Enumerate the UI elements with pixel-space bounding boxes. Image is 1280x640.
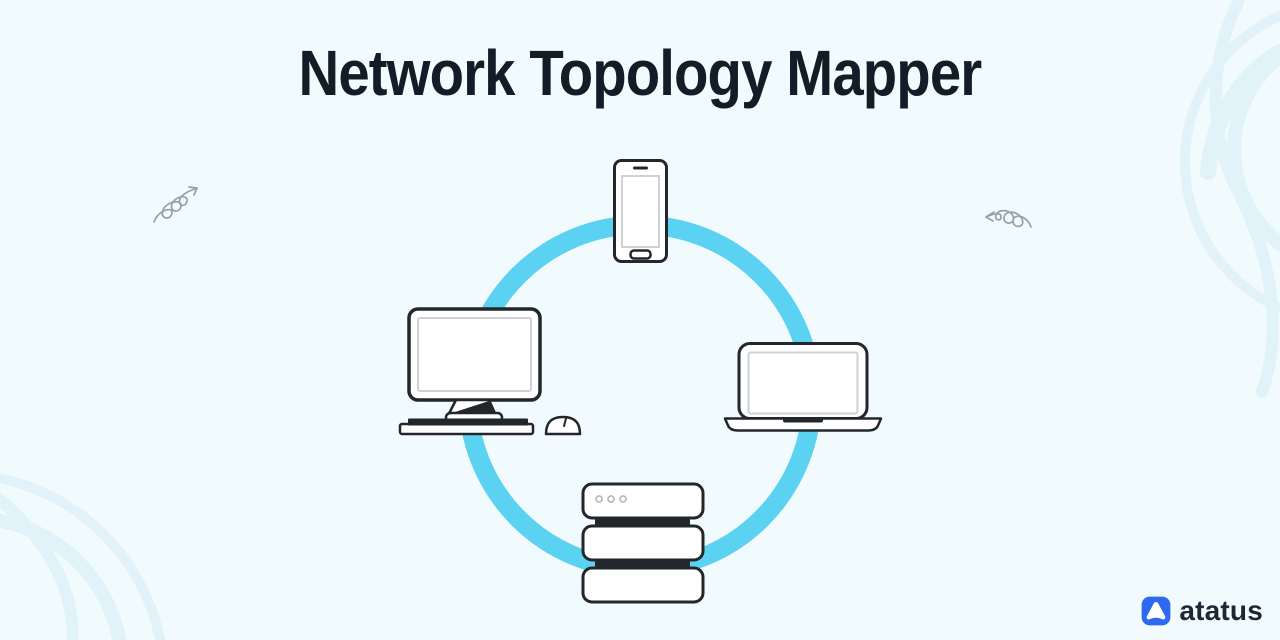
squiggle-arrow-right-icon: [985, 209, 1032, 228]
page-title: Network Topology Mapper: [298, 37, 983, 109]
monitor-icon: [407, 307, 542, 424]
desktop-computer-icon: [398, 307, 582, 436]
swirl-top-right-icon: [1180, 0, 1280, 398]
atatus-logo-text: atatus: [1179, 595, 1263, 626]
atatus-logo: atatus: [1141, 596, 1263, 626]
mouse-icon: [544, 415, 582, 436]
laptop-icon: [723, 342, 883, 432]
server-rack-icon: [581, 482, 705, 604]
page-title-wrap: Network Topology Mapper: [0, 36, 1280, 110]
smartphone-icon: [613, 159, 668, 263]
swirl-bottom-left-icon: [0, 473, 166, 640]
atatus-logo-icon: [1141, 596, 1171, 626]
keyboard-icon: [398, 418, 535, 436]
squiggle-arrow-left-icon: [153, 186, 198, 223]
